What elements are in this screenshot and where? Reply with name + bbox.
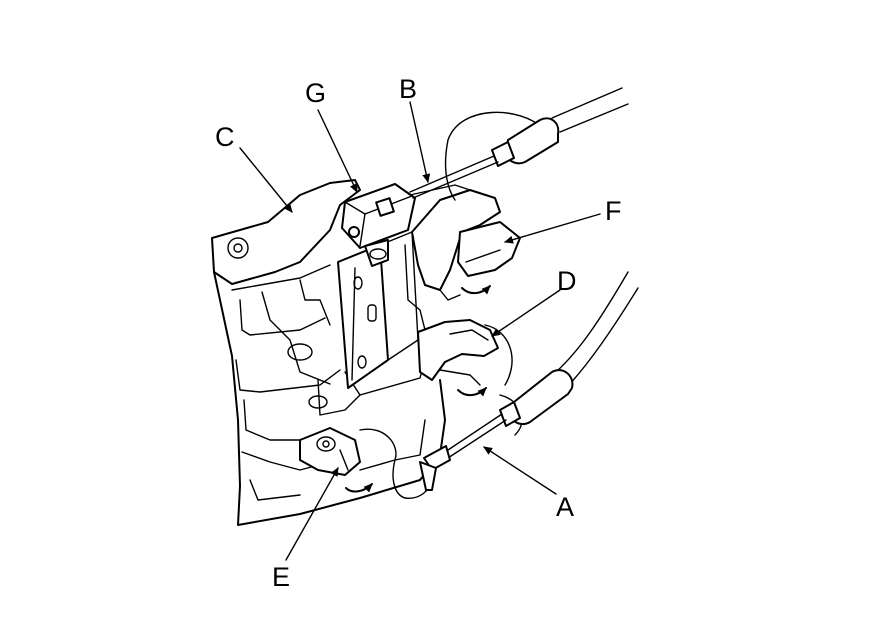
- callout-f: F: [605, 196, 622, 226]
- leader-lines: [239, 101, 601, 561]
- lower-clip: [299, 427, 361, 476]
- callout-b: B: [399, 74, 417, 104]
- upper-cable: [409, 87, 629, 199]
- upper-lever: [404, 184, 521, 331]
- callout-c: C: [215, 122, 235, 152]
- latch-housing: [211, 179, 446, 526]
- callout-e: E: [272, 562, 290, 592]
- callout-a: A: [556, 492, 574, 522]
- rotation-arrows: [345, 285, 491, 493]
- callout-g: G: [305, 78, 326, 108]
- connector-clip: [341, 183, 416, 267]
- callout-d: D: [557, 266, 577, 296]
- detail-circles: [359, 111, 546, 499]
- lower-cable: [419, 271, 639, 491]
- lower-lever: [417, 319, 499, 386]
